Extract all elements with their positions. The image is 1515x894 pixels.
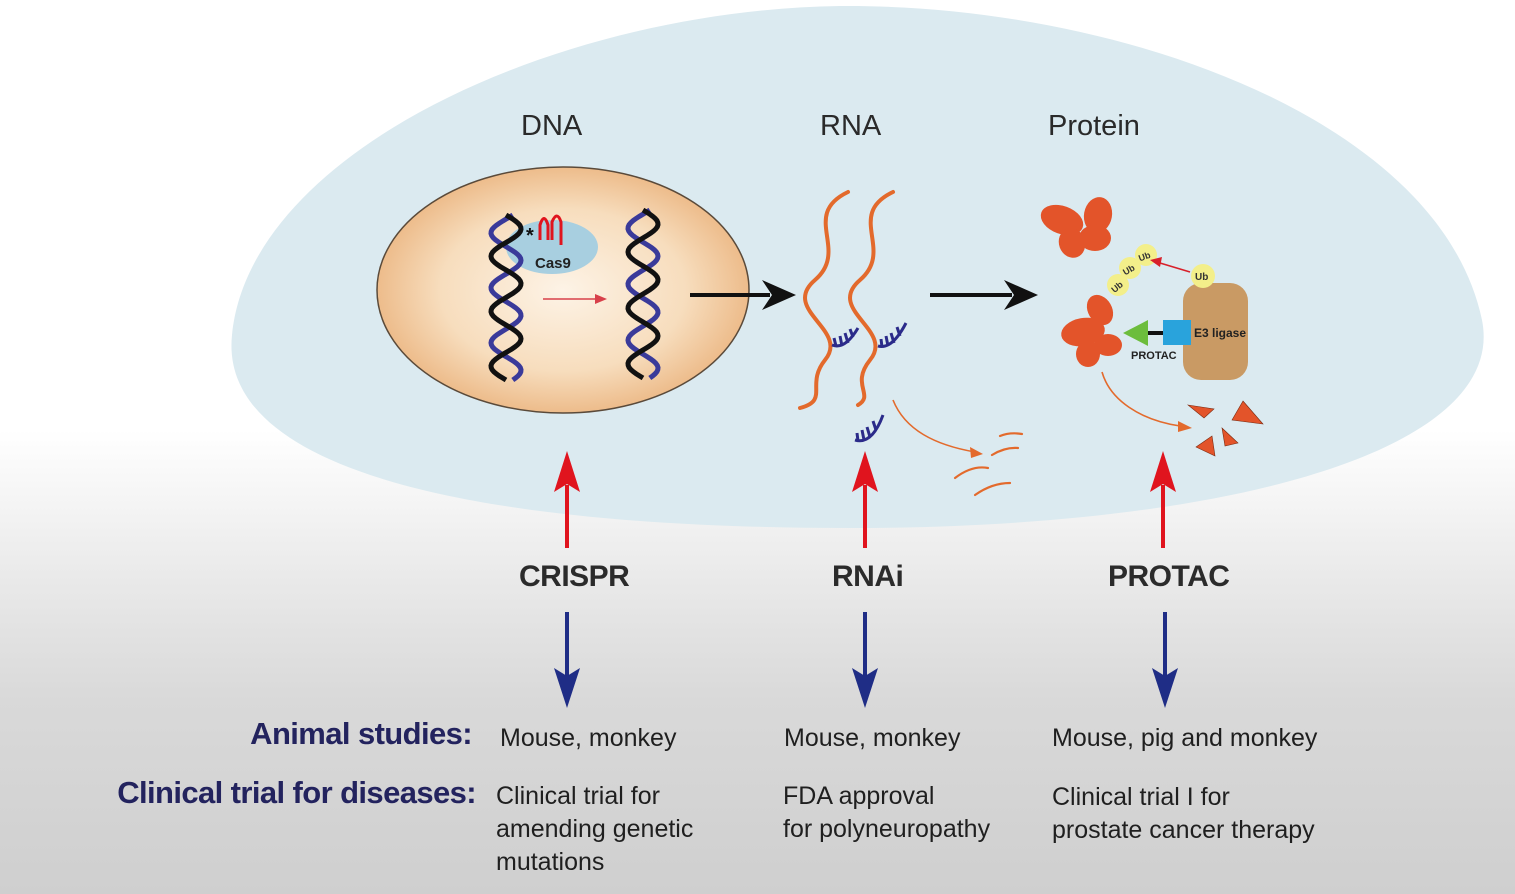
protac-outcome-arrow: [1152, 612, 1178, 708]
animal-rnai: Mouse, monkey: [784, 724, 961, 752]
protein-degradation-arrow: [1101, 371, 1181, 427]
crispr-outcome-arrow: [554, 612, 580, 708]
dna-helix-edited: [488, 212, 524, 383]
rna-to-protein-arrow: [930, 280, 1038, 310]
rnai-outcome-arrow: [852, 612, 878, 708]
cut-star-icon: *: [526, 225, 534, 247]
crispr-label: CRISPR: [519, 560, 630, 593]
crispr-target-arrow: [554, 451, 580, 548]
rna-fragments: [953, 432, 1024, 497]
dna-strand: [488, 212, 524, 383]
protein-fragments: [1186, 400, 1264, 457]
cas9-protein: [506, 220, 598, 274]
mrna-strands: [798, 190, 895, 410]
rnai-target-arrow: [852, 451, 878, 548]
cas9-label: Cas9: [535, 255, 571, 272]
protac-ligand-box: [1163, 320, 1191, 345]
clinical-trial-header: Clinical trial for diseases:: [117, 775, 476, 810]
dna-heading: DNA: [521, 110, 583, 142]
e3-ligase: [1183, 283, 1248, 380]
dna-strand: [625, 207, 661, 381]
ubiquitin-chain: [1107, 244, 1157, 296]
ub-on-e3: [1191, 264, 1215, 288]
protac-small-label: PROTAC: [1131, 350, 1177, 362]
clinical-protac: Clinical trial I for prostate cancer the…: [1052, 783, 1315, 844]
protac-target-arrow: [1150, 451, 1176, 548]
svg-text:Ub: Ub: [1137, 250, 1152, 264]
rna-degradation-arrow: [892, 399, 976, 453]
clinical-crispr: Clinical trial for amending genetic muta…: [496, 782, 694, 876]
bound-protein-icon: [1061, 294, 1122, 367]
animal-crispr: Mouse, monkey: [500, 724, 677, 752]
e3-ligase-label: E3 ligase: [1194, 326, 1246, 340]
animal-protac: Mouse, pig and monkey: [1052, 724, 1318, 752]
animal-studies-header: Animal studies:: [250, 716, 472, 751]
ub-label: Ub: [1195, 272, 1208, 283]
rna-heading: RNA: [820, 110, 882, 142]
nucleus: [376, 166, 750, 414]
dna-strand: [488, 212, 524, 383]
rnai-label: RNAi: [832, 560, 904, 593]
dna-strand: [625, 207, 661, 381]
protein-heading: Protein: [1048, 110, 1140, 142]
dna-to-rna-arrow: [690, 280, 796, 310]
clinical-rnai: FDA approval for polyneuropathy: [783, 782, 991, 843]
protac-warhead-icon: [1123, 320, 1148, 346]
target-protein-icon: [1040, 197, 1113, 258]
protac-label: PROTAC: [1108, 560, 1230, 593]
dna-helix-result: [625, 207, 661, 381]
guide-rna-icon: [538, 214, 563, 245]
sirna-icons: [831, 322, 908, 443]
